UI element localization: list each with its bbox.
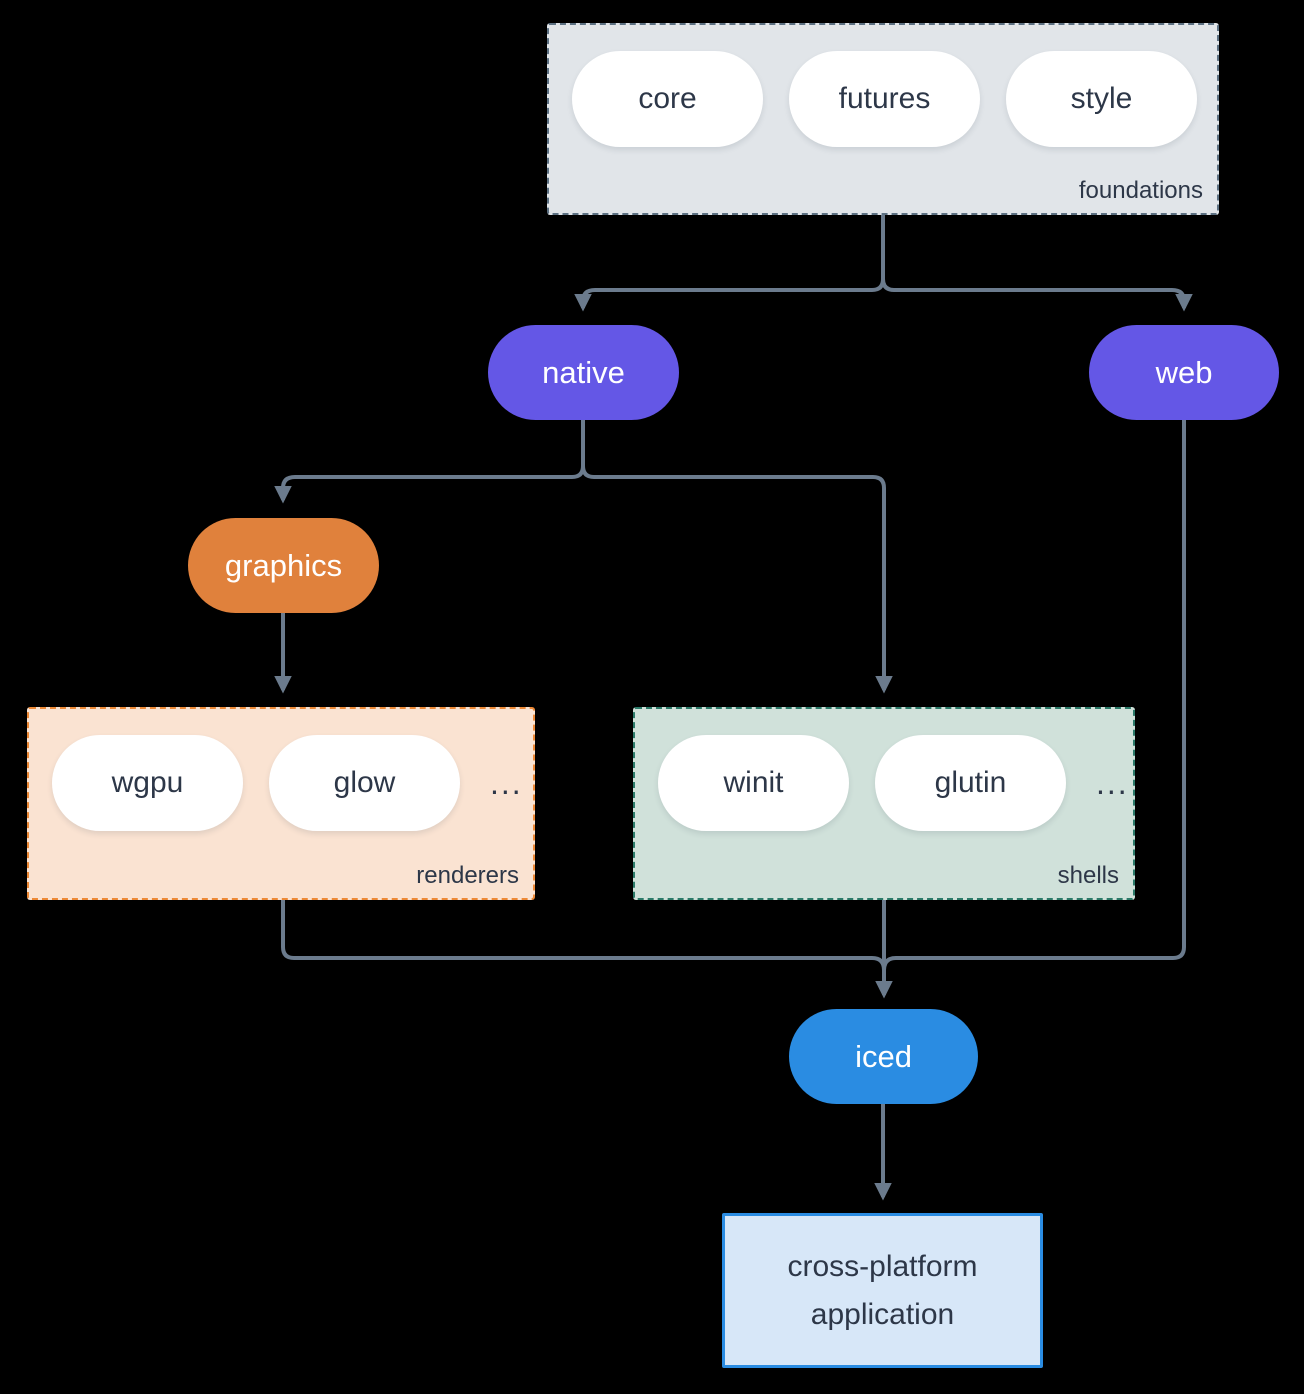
node-wgpu: wgpu bbox=[52, 735, 243, 831]
node-graphics: graphics bbox=[188, 518, 379, 613]
renderers-pill-row: wgpu glow ... bbox=[29, 709, 533, 831]
arrow-foundations-to-web bbox=[881, 215, 1193, 312]
renderers-group: wgpu glow ... renderers bbox=[27, 707, 535, 900]
shells-pill-row: winit glutin ... bbox=[635, 709, 1133, 831]
connector-renderers-to-merge bbox=[281, 900, 886, 971]
arrow-native-to-shells bbox=[581, 420, 893, 694]
node-glutin: glutin bbox=[875, 735, 1066, 831]
node-winit: winit bbox=[658, 735, 849, 831]
arrow-foundations-to-native bbox=[574, 215, 885, 312]
foundations-group: core futures style foundations bbox=[547, 23, 1219, 215]
renderers-ellipsis: ... bbox=[490, 764, 523, 801]
application-label: cross-platform application bbox=[787, 1250, 978, 1331]
shells-ellipsis: ... bbox=[1096, 764, 1129, 801]
foundations-label: foundations bbox=[1078, 177, 1203, 204]
shells-label: shells bbox=[1057, 862, 1119, 889]
node-web: web bbox=[1089, 325, 1279, 420]
node-native: native bbox=[488, 325, 679, 420]
node-core: core bbox=[572, 51, 763, 147]
node-cross-platform-application: cross-platform application bbox=[722, 1213, 1043, 1368]
shells-group: winit glutin ... shells bbox=[633, 707, 1135, 900]
node-futures: futures bbox=[789, 51, 980, 147]
node-style: style bbox=[1006, 51, 1197, 147]
node-iced: iced bbox=[789, 1009, 978, 1104]
foundations-pill-row: core futures style bbox=[549, 25, 1217, 147]
node-glow: glow bbox=[269, 735, 460, 831]
arrow-native-to-graphics bbox=[274, 420, 585, 504]
renderers-label: renderers bbox=[416, 862, 519, 889]
